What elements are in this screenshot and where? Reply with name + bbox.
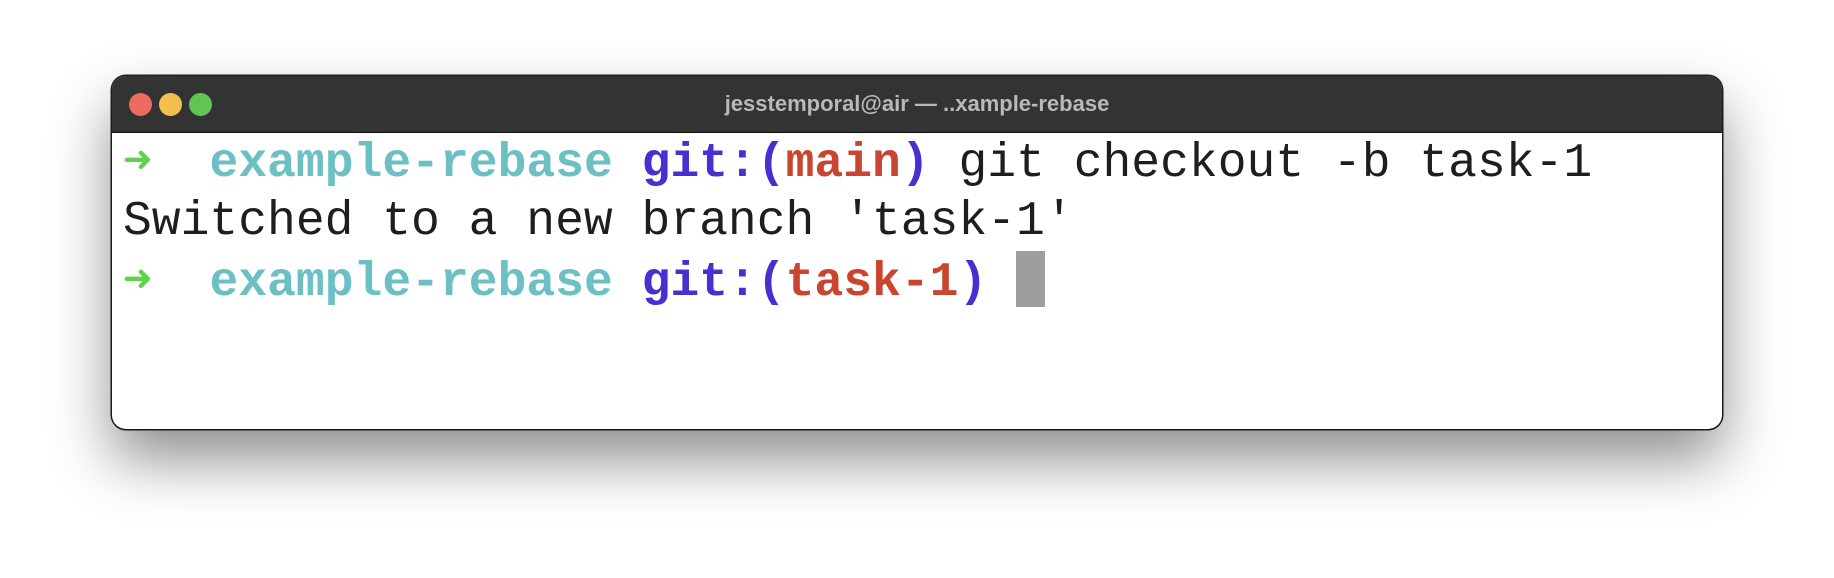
title-bar[interactable]: jesstemporal@air — ..xample-rebase [112,76,1722,133]
git-branch: main [785,137,901,191]
prompt-line: ➜ example-rebase git:(main) git checkout… [123,135,1722,193]
git-label-close: ) [900,137,930,191]
window-title: jesstemporal@air — ..xample-rebase [724,91,1110,116]
zoom-button[interactable] [189,93,212,116]
prompt-line: ➜ example-rebase git:(task-1) [123,251,1722,310]
git-label: git:( [641,256,786,310]
prompt-directory: example-rebase [209,137,613,191]
prompt-arrow-icon: ➜ [123,256,152,310]
terminal-output[interactable]: ➜ example-rebase git:(main) git checkout… [112,133,1722,310]
git-branch: task-1 [785,256,959,310]
text-cursor [1016,251,1046,307]
minimize-button[interactable] [159,93,182,116]
terminal-window: jesstemporal@air — ..xample-rebase ➜ exa… [112,76,1722,429]
git-label-close: ) [958,256,988,310]
command-text: git checkout -b task-1 [958,137,1593,191]
prompt-arrow-icon: ➜ [123,137,152,191]
output-line: Switched to a new branch 'task-1' [123,195,1074,249]
close-button[interactable] [129,93,152,116]
git-label: git:( [641,137,786,191]
prompt-directory: example-rebase [209,256,613,310]
